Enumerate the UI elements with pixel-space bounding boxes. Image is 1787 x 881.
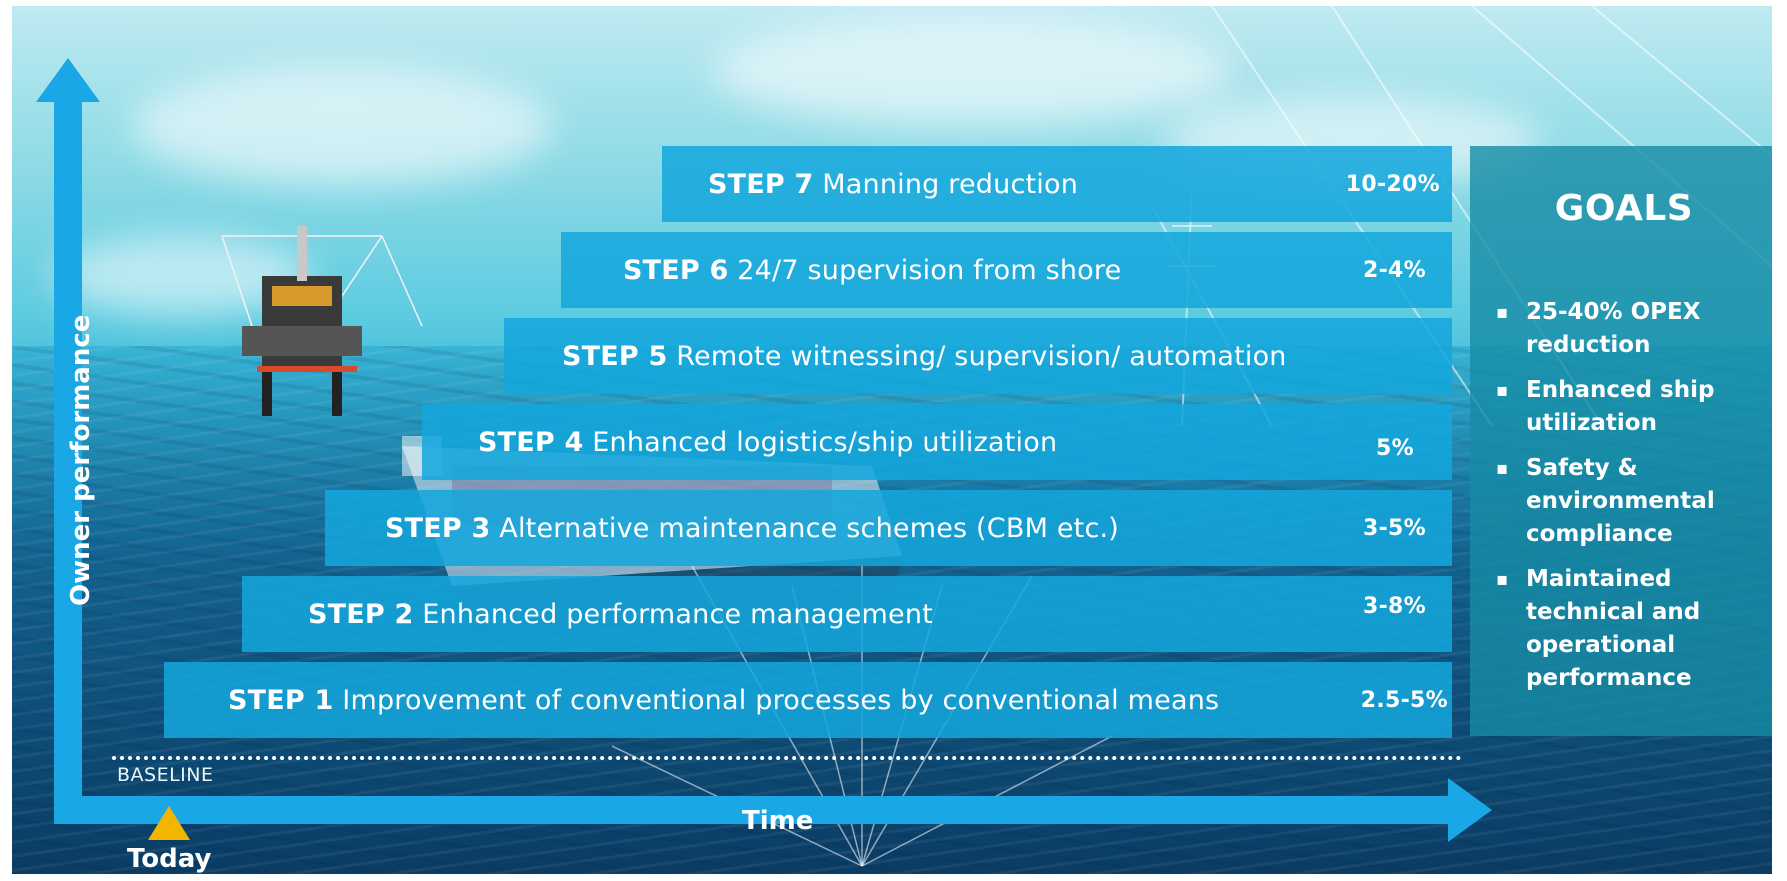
x-axis-shaft — [54, 796, 1464, 824]
goals-list: ▪ 25-40% OPEX reduction ▪ Enhanced ship ut… — [1490, 296, 1770, 707]
step-6-label: 24/7 supervision from shore — [737, 254, 1122, 286]
x-axis-label: Time — [742, 806, 814, 836]
goals-panel: GOALS ▪ 25-40% OPEX reduction ▪ Enhanced s… — [1470, 146, 1772, 736]
step-5-bar: STEP 5 Remote witnessing/ supervision/ a… — [504, 318, 1452, 394]
y-axis-label: Owner performance — [66, 314, 96, 606]
step-7-text: STEP 7 Manning reduction — [708, 169, 1078, 200]
today-label: Today — [127, 844, 212, 874]
cloud — [712, 16, 1232, 126]
goal-item: ▪ Safety & environmental compliance — [1490, 452, 1770, 551]
step-2-saving: 3-8% — [1363, 593, 1426, 619]
step-6-bar: STEP 6 24/7 supervision from shore 2-4% — [561, 232, 1452, 308]
step-7-number: STEP 7 — [708, 168, 814, 200]
step-3-number: STEP 3 — [385, 512, 491, 544]
step-6-number: STEP 6 — [623, 254, 729, 286]
bullet-icon: ▪ — [1496, 380, 1509, 401]
goal-item: ▪ Maintained technical and operational pe… — [1490, 563, 1770, 695]
step-2-text: STEP 2 Enhanced performance management — [308, 599, 933, 630]
cloud — [132, 66, 552, 186]
step-3-text: STEP 3 Alternative maintenance schemes (… — [385, 513, 1119, 544]
step-3-label: Alternative maintenance schemes (CBM etc… — [499, 512, 1120, 544]
x-axis-arrowhead — [1448, 778, 1492, 842]
step-6-text: STEP 6 24/7 supervision from shore — [623, 255, 1121, 286]
goal-item-text: Safety & environmental compliance — [1526, 455, 1715, 547]
step-4-text: STEP 4 Enhanced logistics/ship utilizati… — [478, 427, 1057, 458]
diagram-canvas: Owner performance STEP 7 Manning reducti… — [12, 6, 1772, 874]
step-7-label: Manning reduction — [822, 168, 1079, 200]
step-1-text: STEP 1 Improvement of conventional proce… — [228, 685, 1219, 716]
bullet-icon: ▪ — [1496, 302, 1509, 323]
step-6-saving: 2-4% — [1363, 257, 1426, 283]
step-1-saving: 2.5-5% — [1360, 687, 1448, 713]
step-3-bar: STEP 3 Alternative maintenance schemes (… — [325, 490, 1452, 566]
goal-item-text: Enhanced ship utilization — [1526, 377, 1715, 436]
step-1-number: STEP 1 — [228, 684, 334, 716]
step-5-text: STEP 5 Remote witnessing/ supervision/ a… — [562, 341, 1287, 372]
step-4-saving: 5% — [1376, 435, 1414, 461]
step-4-bar: STEP 4 Enhanced logistics/ship utilizati… — [422, 404, 1452, 480]
step-4-label: Enhanced logistics/ship utilization — [592, 426, 1058, 458]
bullet-icon: ▪ — [1496, 458, 1509, 479]
y-axis-shaft — [54, 86, 82, 824]
step-2-label: Enhanced performance management — [422, 598, 933, 630]
goal-item: ▪ Enhanced ship utilization — [1490, 374, 1770, 440]
step-2-number: STEP 2 — [308, 598, 414, 630]
offshore-platform-graphic — [221, 226, 423, 416]
goals-title: GOALS — [1554, 188, 1694, 229]
today-marker-icon — [148, 806, 190, 840]
goal-item-text: Maintained technical and operational per… — [1526, 566, 1701, 691]
goal-item-text: 25-40% OPEX reduction — [1526, 299, 1701, 358]
bullet-icon: ▪ — [1496, 569, 1509, 590]
goal-item: ▪ 25-40% OPEX reduction — [1490, 296, 1770, 362]
step-2-bar: STEP 2 Enhanced performance management 3… — [242, 576, 1452, 652]
y-axis-arrowhead — [36, 58, 100, 102]
step-5-number: STEP 5 — [562, 340, 668, 372]
step-3-saving: 3-5% — [1363, 515, 1426, 541]
axes — [36, 58, 1492, 842]
step-1-bar: STEP 1 Improvement of conventional proce… — [164, 662, 1452, 738]
baseline-label: BASELINE — [117, 764, 214, 786]
step-4-number: STEP 4 — [478, 426, 584, 458]
baseline-line — [112, 756, 1462, 760]
step-7-bar: STEP 7 Manning reduction 10-20% — [662, 146, 1452, 222]
step-1-label: Improvement of conventional processes by… — [342, 684, 1220, 716]
step-7-saving: 10-20% — [1345, 171, 1440, 197]
step-5-label: Remote witnessing/ supervision/ automati… — [676, 340, 1287, 372]
